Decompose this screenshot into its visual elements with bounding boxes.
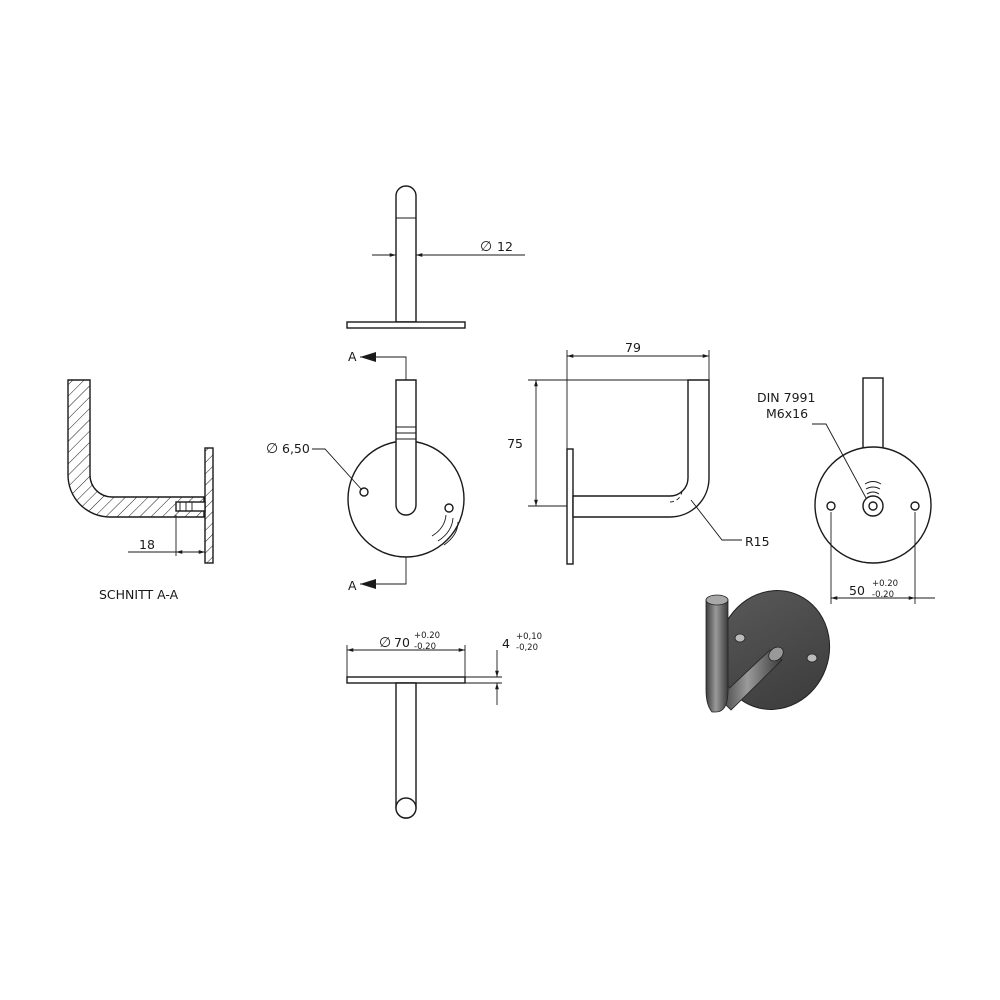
front-view: A A ∅ 6,50 — [266, 349, 465, 593]
hole-spacing-label: 50 — [849, 583, 865, 598]
rear-view-hole-left — [826, 501, 836, 511]
render-3d — [705, 590, 831, 713]
hole-spacing-tol-minus: -0.20 — [872, 590, 894, 600]
rod-diameter-label: 12 — [497, 239, 513, 254]
section-view: 18 SCHNITT A-A — [67, 379, 214, 602]
height-label: 75 — [507, 436, 523, 451]
width-label: 79 — [625, 340, 641, 355]
front-view-rod — [395, 379, 417, 516]
plate-thickness-tol-plus: +0,10 — [516, 632, 542, 642]
front-view-hole-right — [444, 503, 454, 513]
section-marker-top: A — [348, 349, 357, 364]
section-screw — [175, 501, 206, 512]
plate-diameter-tol-minus: -0.20 — [414, 642, 436, 652]
section-title: SCHNITT A-A — [99, 587, 179, 602]
top-view-plate — [346, 321, 466, 329]
side-view-plate — [566, 448, 574, 565]
top-view-rod — [395, 185, 417, 323]
section-plate-hatched — [204, 447, 214, 564]
hole-diameter-label: 6,50 — [282, 441, 310, 456]
plate-thickness-tol-minus: -0,20 — [516, 643, 538, 653]
plate-diameter-symbol: ∅ — [379, 635, 391, 651]
section-marker-bottom: A — [348, 578, 357, 593]
side-view: 79 75 R15 — [507, 340, 770, 565]
bend-radius-label: R15 — [745, 534, 770, 549]
plate-diameter-label: 70 — [394, 635, 410, 650]
screw-standard-label: DIN 7991 — [757, 390, 815, 405]
rear-view-rod — [862, 377, 884, 449]
hole-spacing-tol-plus: +0.20 — [872, 579, 898, 589]
rear-view-hole-right — [910, 501, 920, 511]
bottom-view-plate — [346, 676, 466, 684]
bottom-view: ∅ 70 +0.20 -0.20 4 +0,10 -0,20 — [346, 631, 542, 819]
side-view-rod — [572, 379, 710, 518]
screw-depth-label: 18 — [139, 537, 155, 552]
rear-view: 50 +0.20 -0.20 DIN 7991 M6x16 — [757, 377, 935, 604]
rod-diameter-symbol: ∅ — [480, 239, 492, 255]
plate-thickness-label: 4 — [502, 636, 510, 651]
screw-size-label: M6x16 — [766, 406, 808, 421]
section-rod-hatched — [67, 379, 205, 518]
top-view: ∅ 12 — [346, 185, 525, 329]
hole-diameter-symbol: ∅ — [266, 441, 278, 457]
plate-diameter-tol-plus: +0.20 — [414, 631, 440, 641]
render-arm — [718, 649, 783, 711]
render-rod — [705, 599, 729, 713]
